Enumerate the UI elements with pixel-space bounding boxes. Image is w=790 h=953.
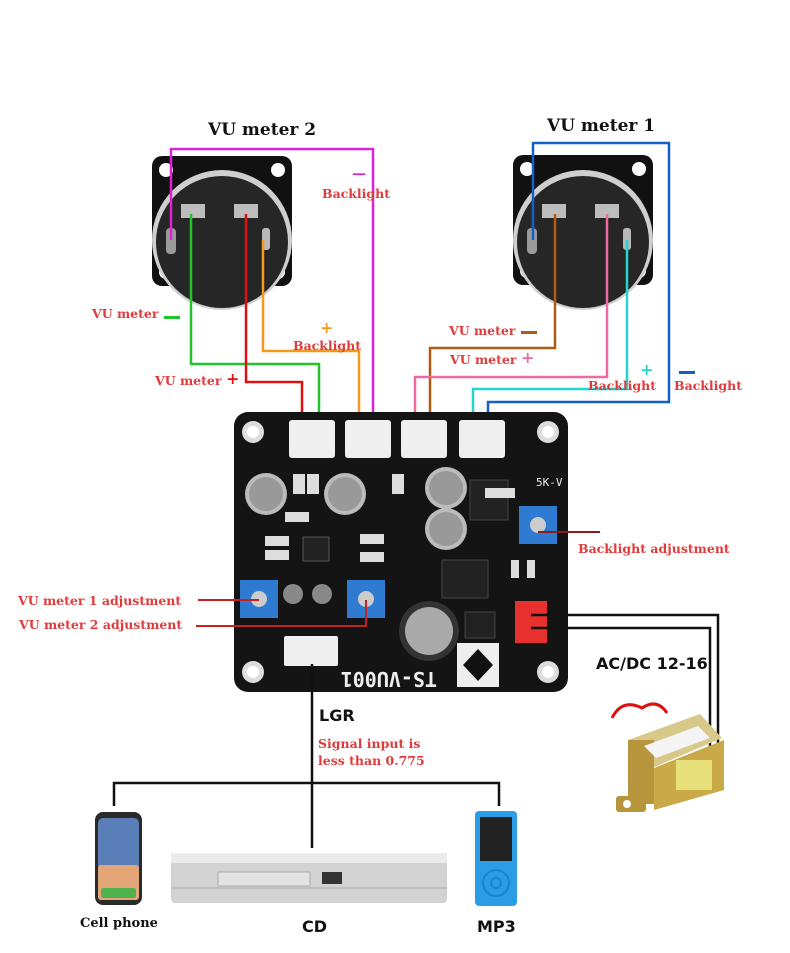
m1-backlight-neg-sign <box>679 371 695 374</box>
backlight-adjustment-label: Backlight adjustment <box>578 541 730 556</box>
cd-label: CD <box>302 917 328 936</box>
wire-m1-vu-pos <box>413 214 609 428</box>
cell-phone <box>95 812 142 905</box>
signal-note-line2: less than 0.775 <box>318 753 425 768</box>
input-connector <box>284 636 338 666</box>
vu1-adjustment-label: VU meter 1 adjustment <box>18 593 182 608</box>
m2-backlight-neg-sign: — <box>352 166 366 182</box>
connector-jp2 <box>459 420 505 458</box>
cell-phone-label: Cell phone <box>80 916 158 931</box>
wire-m1-vu-neg <box>428 214 557 428</box>
m2-backlight-pos-sign: + <box>320 318 334 337</box>
m1-vu-neg-sign <box>521 331 537 334</box>
svg-text:5K-V: 5K-V <box>536 476 563 489</box>
m2-vu-pos-label: VU meter <box>155 373 222 388</box>
vu-meter-1-title: VU meter 1 <box>547 116 656 136</box>
wire-power-b <box>531 626 712 752</box>
signal-note-line1: Signal input is <box>318 736 421 751</box>
vu2-adjustment-label: VU meter 2 adjustment <box>19 617 183 632</box>
vu-meter-1 <box>513 155 653 310</box>
wire-power-a <box>531 613 720 752</box>
pointer-vu2-adjustment <box>196 600 367 627</box>
wire-signal-bus <box>112 781 501 806</box>
connector-jp5 <box>289 420 335 458</box>
m1-vu-pos-sign: + <box>521 348 535 367</box>
vu-meter-2 <box>152 156 292 310</box>
connector-jp4 <box>401 420 447 458</box>
m2-backlight-neg-label: Backlight <box>322 186 391 201</box>
cd-player <box>171 853 447 903</box>
m1-backlight-neg-label: Backlight <box>674 378 743 393</box>
vu-meter-2-title: VU meter 2 <box>208 120 317 140</box>
transformer <box>610 702 724 812</box>
power-label: AC/DC 12-16 <box>596 654 708 673</box>
m1-backlight-pos-label: Backlight <box>588 378 657 393</box>
m2-vu-neg-label: VU meter <box>92 306 159 321</box>
mp3-player <box>475 811 517 906</box>
wire-m1-backlight-pos <box>471 240 629 428</box>
wire-m2-vu-pos <box>244 214 304 428</box>
m1-vu-neg-label: VU meter <box>449 323 516 338</box>
mp3-label: MP3 <box>477 917 516 936</box>
wire-m2-backlight-neg <box>169 147 375 428</box>
power-connector <box>515 601 547 643</box>
lgr-label: LGR <box>319 706 355 725</box>
board-model-silk: TS-VU001 <box>341 667 437 691</box>
m1-backlight-pos-sign: + <box>640 360 654 379</box>
m2-vu-pos-sign: + <box>226 369 240 388</box>
m1-vu-pos-label: VU meter <box>450 352 517 367</box>
m2-backlight-pos-label: Backlight <box>293 338 362 353</box>
wire-m1-backlight-neg <box>486 141 671 428</box>
connector-jp3 <box>345 420 391 458</box>
wire-m2-vu-neg <box>189 214 321 428</box>
m2-vu-neg-sign <box>164 316 180 319</box>
pcb-board: TS-VU001 5K-V <box>234 412 568 692</box>
wire-m2-backlight-pos <box>261 240 361 428</box>
